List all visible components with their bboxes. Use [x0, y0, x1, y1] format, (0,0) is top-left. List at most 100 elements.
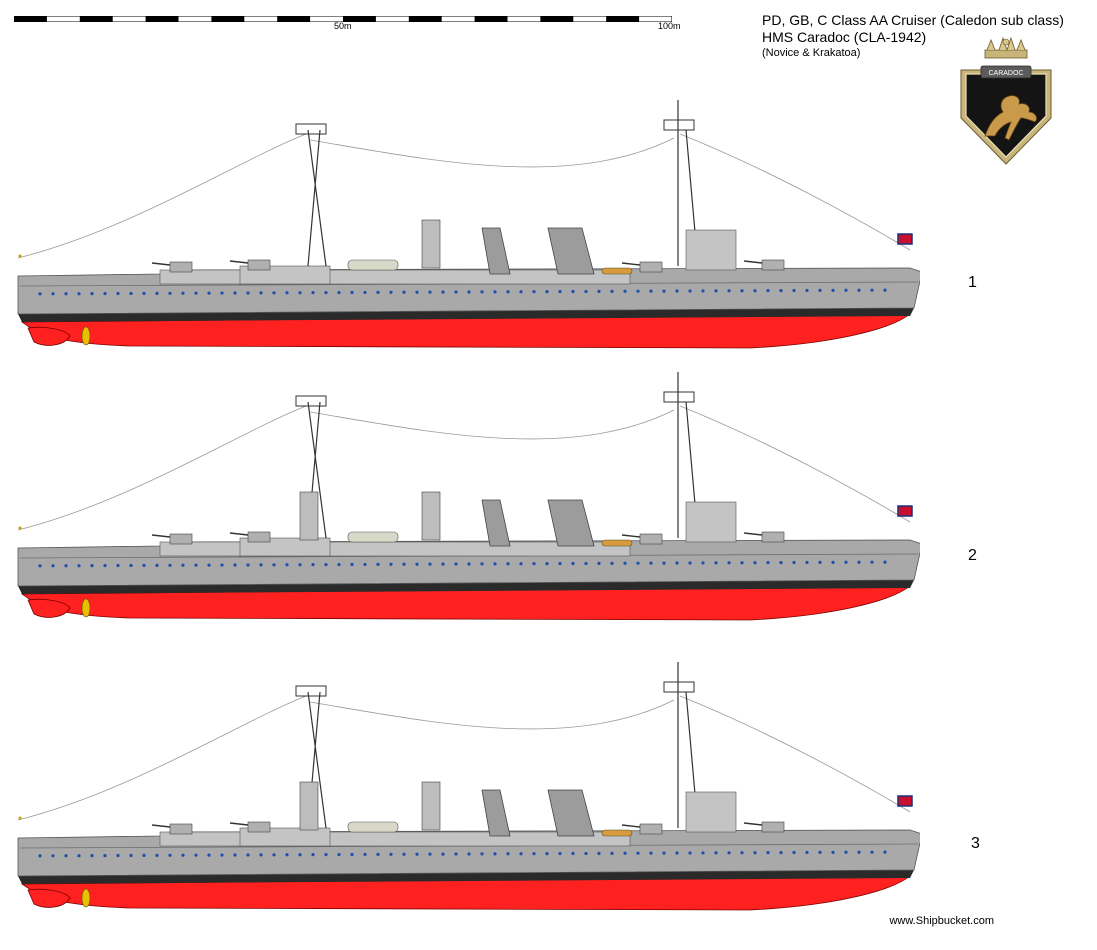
gun-barrel — [621, 534, 641, 538]
porthole — [480, 852, 484, 856]
gun-barrel — [151, 534, 171, 538]
porthole — [207, 291, 211, 295]
scale-segment — [474, 16, 508, 22]
porthole — [558, 289, 562, 294]
porthole — [857, 560, 861, 564]
scale-bar — [14, 16, 672, 22]
porthole — [584, 851, 588, 856]
porthole — [103, 563, 107, 568]
porthole — [610, 851, 614, 855]
porthole — [571, 851, 575, 856]
ship-profile-1 — [10, 90, 923, 350]
porthole — [636, 289, 640, 293]
porthole — [376, 852, 380, 856]
porthole — [194, 853, 198, 857]
ship-profile-1-drawing — [17, 100, 923, 349]
porthole — [480, 290, 484, 294]
porthole — [597, 851, 601, 855]
boot-topping — [18, 870, 914, 884]
porthole — [285, 291, 289, 295]
porthole — [831, 850, 835, 854]
gun-mount — [761, 259, 785, 271]
porthole — [831, 288, 835, 292]
rigging-forestay — [17, 133, 307, 259]
porthole — [129, 853, 133, 858]
gun-mount — [639, 533, 663, 545]
porthole — [311, 291, 315, 295]
porthole — [493, 290, 497, 294]
porthole — [155, 291, 159, 295]
porthole — [376, 562, 380, 566]
title-block: PD, GB, C Class AA Cruiser (Caledon sub … — [762, 12, 1064, 61]
gun-mount — [247, 259, 271, 271]
porthole — [77, 292, 81, 296]
porthole — [142, 563, 146, 568]
porthole — [259, 563, 263, 567]
porthole — [883, 288, 887, 292]
porthole — [350, 290, 354, 295]
porthole — [272, 291, 276, 295]
porthole — [415, 290, 419, 294]
porthole — [51, 564, 55, 568]
scale-segment — [211, 16, 245, 22]
aft-control-position — [685, 229, 737, 271]
rigging-aerial — [309, 699, 675, 730]
porthole — [818, 850, 822, 854]
porthole — [64, 292, 68, 296]
porthole — [298, 853, 302, 857]
porthole — [714, 289, 718, 293]
porthole — [740, 561, 744, 565]
porthole — [90, 292, 94, 296]
porthole — [805, 288, 809, 293]
porthole — [610, 561, 614, 565]
porthole — [337, 562, 341, 567]
porthole — [38, 292, 42, 296]
porthole — [376, 290, 380, 294]
porthole — [168, 853, 172, 857]
porthole — [103, 291, 107, 296]
porthole — [792, 850, 796, 855]
mainmast-yard — [663, 119, 695, 131]
ships-boat — [347, 531, 399, 543]
jackstaff-icon — [18, 526, 22, 530]
foremast — [307, 129, 327, 267]
porthole — [129, 291, 133, 296]
gun-mount — [247, 821, 271, 833]
porthole — [636, 561, 640, 565]
porthole — [428, 562, 432, 566]
funnel-forward — [481, 227, 511, 275]
porthole — [844, 850, 848, 854]
rigging-backstay — [679, 133, 911, 251]
porthole — [194, 563, 198, 567]
propeller-icon — [81, 326, 91, 346]
gun-barrel — [151, 824, 171, 828]
porthole — [311, 563, 315, 567]
porthole — [116, 853, 120, 858]
ships-boat — [347, 821, 399, 833]
gun-mount — [761, 821, 785, 833]
rigging-aerial — [309, 409, 675, 440]
scale-label-100m: 100m — [658, 21, 681, 31]
porthole — [207, 563, 211, 567]
gun-mount — [639, 261, 663, 273]
porthole — [675, 561, 679, 565]
scale-segment — [343, 16, 376, 22]
foremast-yard — [295, 123, 327, 135]
scale-segment — [606, 16, 640, 22]
porthole — [155, 563, 159, 567]
porthole — [168, 291, 172, 295]
porthole — [519, 852, 523, 856]
porthole — [64, 564, 68, 568]
porthole — [467, 290, 471, 294]
porthole — [818, 560, 822, 564]
porthole — [428, 290, 432, 294]
gun-mount — [169, 261, 193, 273]
porthole — [441, 852, 445, 856]
porthole — [259, 853, 263, 857]
porthole — [688, 561, 692, 565]
ship-profile-3 — [10, 652, 923, 912]
porthole — [77, 564, 81, 568]
rudder — [27, 888, 71, 908]
rigging-aerial — [309, 137, 675, 168]
porthole — [402, 290, 406, 294]
